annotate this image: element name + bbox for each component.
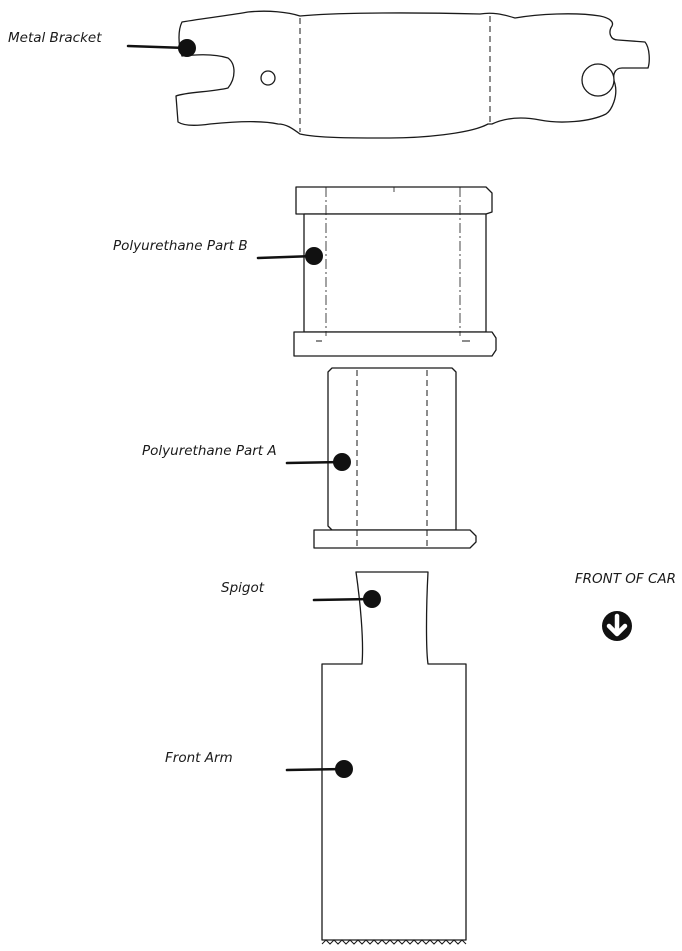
arrow-down-circle-icon: [602, 611, 632, 641]
leader-polyurethane-part-a: [285, 453, 351, 471]
label-spigot: Spigot: [221, 580, 265, 596]
metal-bracket: [175, 10, 650, 139]
break-line: [321, 939, 467, 945]
polyurethane-part-b: [293, 186, 497, 357]
leader-metal-bracket: [126, 39, 196, 57]
polyurethane-part-a: [313, 367, 477, 549]
leader-spigot: [312, 590, 381, 608]
label-polyurethane-part-a: Polyurethane Part A: [142, 443, 277, 459]
label-front-arm: Front Arm: [165, 750, 233, 766]
leader-polyurethane-part-b: [256, 247, 323, 265]
leader-front-arm: [285, 760, 353, 778]
label-metal-bracket: Metal Bracket: [8, 30, 102, 46]
label-front-of-car: FRONT OF CAR: [575, 571, 676, 587]
front-arm-assembly: [321, 571, 467, 945]
label-polyurethane-part-b: Polyurethane Part B: [113, 238, 248, 254]
